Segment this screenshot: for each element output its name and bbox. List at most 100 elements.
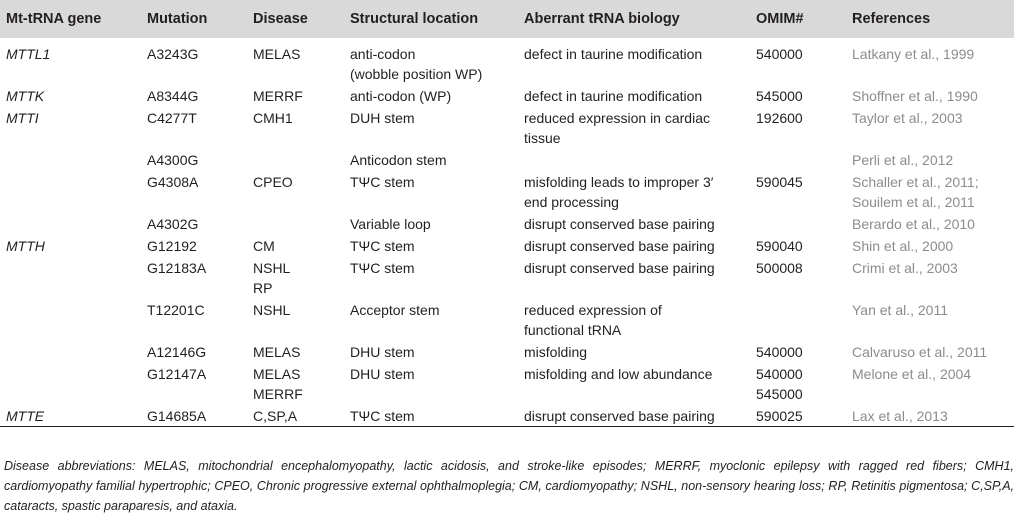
header-references: References (852, 11, 931, 27)
cell-omim: 500008 (756, 260, 803, 276)
cell-structural-location: DHU stem (350, 366, 415, 382)
cell-omim (750, 148, 846, 170)
table-footnote: Disease abbreviations: MELAS, mitochondr… (4, 459, 1014, 513)
cell-gene (0, 362, 141, 404)
cell-disease: C,SP,A (253, 408, 298, 424)
cell-aberrant-biology: disrupt conserved base pairing (524, 260, 715, 276)
cell-structural-location: Variable loop (350, 216, 431, 232)
table-row: T12201C NSHL Acceptor stem reduced expressi… (0, 298, 1014, 340)
cell-omim: 545000 (756, 88, 803, 104)
cell-mutation: A3243G (147, 46, 199, 62)
mutation-table-container: Mt-tRNA gene Mutation Disease Structural… (0, 0, 1014, 427)
cell-structural-location: TΨC stem (350, 174, 415, 190)
cell-mutation: A8344G (147, 88, 199, 104)
cell-omim: 590025 (756, 408, 803, 424)
header-gene: Mt-tRNA gene (6, 11, 102, 27)
cell-disease: CPEO (253, 174, 293, 190)
table-row: G4308A CPEO TΨC stem misfolding leads to im… (0, 170, 1014, 212)
cell-disease (247, 212, 344, 234)
cell-mutation: G12147A (147, 366, 207, 382)
cell-mutation: G14685A (147, 408, 207, 424)
cell-omim: 590040 (756, 238, 803, 254)
cell-structural-location: anti-codon(wobble position WP) (350, 46, 483, 82)
cell-reference: Berardo et al., 2010 (852, 216, 975, 232)
cell-disease: MERRF (253, 88, 303, 104)
cell-reference: Latkany et al., 1999 (852, 46, 975, 62)
cell-reference: Yan et al., 2011 (852, 302, 948, 318)
table-row: MTTI C4277T CMH1 DUH stem reduced expression… (0, 106, 1014, 148)
cell-gene: MTTE (6, 408, 45, 424)
cell-reference: Crimi et al., 2003 (852, 260, 958, 276)
header-aberrant-biology: Aberrant tRNA biology (524, 11, 680, 27)
cell-mutation: G12192 (147, 238, 197, 254)
cell-omim (750, 298, 846, 340)
table-row: A4302G Variable loop disrupt conserved bas… (0, 212, 1014, 234)
cell-mutation: G12183A (147, 260, 207, 276)
cell-mutation: C4277T (147, 110, 197, 126)
cell-aberrant-biology: disrupt conserved base pairing (524, 238, 715, 254)
cell-aberrant-biology: defect in taurine modification (524, 88, 703, 104)
cell-reference: Shin et al., 2000 (852, 238, 954, 254)
cell-omim: 590045 (756, 174, 803, 190)
cell-aberrant-biology: misfolding leads to improper 3′end proce… (524, 174, 714, 210)
cell-structural-location: Anticodon stem (350, 152, 447, 168)
cell-aberrant-biology (518, 148, 750, 170)
cell-omim: 540000 (756, 46, 803, 62)
table-row: MTTE G14685A C,SP,A TΨC stem disrupt conserv… (0, 404, 1014, 426)
cell-disease: CMH1 (253, 110, 293, 126)
cell-disease: NSHL (253, 302, 291, 318)
cell-mutation: A12146G (147, 344, 207, 360)
cell-reference: Melone et al., 2004 (852, 366, 972, 382)
cell-gene (0, 340, 141, 362)
cell-mutation: A4300G (147, 152, 199, 168)
cell-aberrant-biology: disrupt conserved base pairing (524, 408, 715, 424)
table-row: A12146G MELAS DHU stem misfolding 540000 Calv… (0, 340, 1014, 362)
header-omim: OMIM# (756, 11, 804, 27)
cell-mutation: A4302G (147, 216, 199, 232)
table-row: MTTH G12192 CM TΨC stem disrupt conserved ba… (0, 234, 1014, 256)
cell-structural-location: TΨC stem (350, 238, 415, 254)
cell-gene (0, 256, 141, 298)
cell-structural-location: TΨC stem (350, 408, 415, 424)
cell-omim: 540000 (756, 344, 803, 360)
cell-structural-location: DHU stem (350, 344, 415, 360)
cell-disease (247, 148, 344, 170)
cell-structural-location: Acceptor stem (350, 302, 440, 318)
header-disease: Disease (253, 11, 308, 27)
cell-reference: Calvaruso et al., 2011 (852, 344, 988, 360)
cell-structural-location: TΨC stem (350, 260, 415, 276)
cell-gene: MTTL1 (6, 46, 51, 62)
header-mutation: Mutation (147, 11, 208, 27)
cell-reference: Lax et al., 2013 (852, 408, 948, 424)
mutation-table: Mt-tRNA gene Mutation Disease Structural… (0, 0, 1014, 426)
table-header: Mt-tRNA gene Mutation Disease Structural… (0, 0, 1014, 38)
cell-reference: Schaller et al., 2011;Souilem et al., 20… (852, 174, 979, 210)
cell-gene: MTTH (6, 238, 45, 254)
cell-gene: MTTI (6, 110, 39, 126)
cell-aberrant-biology: defect in taurine modification (524, 46, 703, 62)
cell-aberrant-biology: misfolding (524, 344, 588, 360)
cell-disease: MELAS (253, 344, 301, 360)
cell-gene (0, 170, 141, 212)
cell-mutation: G4308A (147, 174, 199, 190)
cell-aberrant-biology: disrupt conserved base pairing (524, 216, 715, 232)
header-row: Mt-tRNA gene Mutation Disease Structural… (0, 0, 1014, 38)
cell-gene (0, 212, 141, 234)
cell-mutation: T12201C (147, 302, 205, 318)
cell-structural-location: anti-codon (WP) (350, 88, 452, 104)
cell-omim: 192600 (756, 110, 803, 126)
cell-structural-location: DUH stem (350, 110, 415, 126)
table-body: MTTL1 A3243G MELAS anti-codon(wobble positi… (0, 38, 1014, 426)
cell-disease: CM (253, 238, 275, 254)
cell-reference: Taylor et al., 2003 (852, 110, 963, 126)
cell-gene (0, 148, 141, 170)
header-structural-location: Structural location (350, 11, 479, 27)
cell-aberrant-biology: misfolding and low abundance (524, 366, 713, 382)
